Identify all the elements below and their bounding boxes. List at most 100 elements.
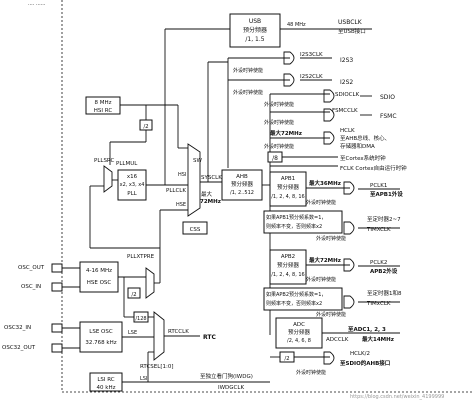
i2s-enable-2: 外设时钟使能 [233,89,263,96]
lse-l2: 32.768 kHz [85,340,116,346]
adc-prescaler: ADC 预分频器 /2, 4, 6, 8 [275,317,323,349]
apb2-tim-note-box [263,287,343,311]
apb2-gate [343,258,355,272]
systick-div: /8 [272,155,278,162]
apb2-enable: 外设时钟使能 [306,276,336,283]
i2s2-dest: I2S2 [340,79,353,86]
usb-l1: 预分频器 [243,26,267,34]
apb2-tim-clk: TIMxCLK [366,301,391,307]
apb1-gate [343,181,355,195]
apb1-tim-gate [343,221,355,235]
i2s3-gate [283,51,295,65]
apb2-dest: APB2外设 [370,267,398,275]
pllsrc-label: PLLSRC [94,158,114,164]
ahb-name: AHB [236,174,248,180]
sdio-dest: SDIO [380,94,395,101]
hsi-rc: 8 MHz HSI RC [85,96,121,115]
fsmc-enable: 外设时钟使能 [264,119,294,126]
watermark: https://blog.csdn.net/weixin_4199999 [350,394,444,400]
i2s-enable: 外设时钟使能 [233,67,263,74]
ahb-l2: /1, 2..512 [230,190,254,196]
apb1-prescaler: APB1 预分频器 /1, 2, 4, 8, 16 [269,171,307,207]
pll-block: x16 x2, x3, x4 PLL [117,169,147,201]
usb-name: USB [249,18,261,25]
pllxtpre-mux [145,267,155,299]
adc-clk: ADCCLK [326,337,349,343]
usb-freq: 48 MHz [287,22,306,28]
apb1-tim-note2: 则频率不变，否则频率x2 [266,223,322,230]
sw-label: SW [193,158,202,164]
hse-div128: /128 [135,316,146,322]
fsmc-gate [323,108,335,122]
apb2-tim-note2: 则频率不变，否则频率x2 [266,300,322,307]
pllclk-label: PLLCLK [166,188,186,194]
hse-div2-box [127,287,141,299]
systick-dest: 至Cortex系统时钟 [340,154,386,162]
hclk2-clk: HCLK/2 [350,351,370,357]
apb2-prescaler: APB2 预分频器 /1, 2, 4, 8, 16 [269,249,307,285]
rtc-clk: RTCCLK [168,329,189,335]
fsmc-dest: FSMC [380,113,397,120]
sysclk-max1: 最大 [201,190,213,198]
lsi-l1: LSI RC [97,377,114,383]
hsi-div2: /2 [143,124,148,130]
hclk2-dest: 至SDIO的AHB接口 [340,359,390,367]
apb1-tim-dest1: 至定时器2~7 [367,215,401,223]
hclk-max: 最大72MHz [270,129,302,137]
osc32-in-label: OSC32_IN [4,325,31,331]
lsi-l2: 40 kHz [97,385,116,391]
ahb-l1: 预分频器 [231,180,254,188]
lsi-label: LSI [140,376,147,382]
osc-out-pin [51,263,63,273]
hclk-gate [323,131,335,145]
fsmc-clk: FSMCCLK [332,108,358,114]
hse-l2: HSE OSC [87,280,112,286]
top-stub: ···· ······ [28,2,46,8]
hclk-dest2: 存储器和DMA [340,142,375,150]
apb1-pclk: PCLK1 [370,183,387,189]
adc-l1: 预分频器 [288,328,311,336]
apb1-tim-clk: TIMXCLK [366,227,391,233]
i2s2-gate [283,73,295,87]
pll-m2: x2, x3, x4 [120,182,145,188]
osc32-out-label: OSC32_OUT [2,345,36,351]
osc-in-pin [51,282,63,292]
apb2-tim-note1: 如果APB2预分频系数=1， [266,291,326,298]
apb1-tim-note-box [263,210,343,234]
pll-name: PLL [127,191,137,197]
adc-name: ADC [293,322,305,328]
apb2-tim-enable: 外设时钟使能 [316,311,346,318]
apb2-l1: 预分频器 [277,261,300,269]
i2s3-clk: I2S3CLK [300,52,323,58]
hclk2-div: /2 [284,356,289,362]
i2s2-clk: I2S2CLK [300,74,323,80]
usb-dest: 至USB接口 [338,27,366,35]
osc-out-label: OSC_OUT [18,265,45,271]
rtc-dest: RTC [203,334,216,341]
osc32-in-pin [51,323,63,333]
hse-osc: 4-16 MHz HSE OSC [79,261,119,293]
hclk-clk: HCLK [340,128,355,134]
apb2-name: APB2 [281,254,295,260]
fclk-dest: FCLK Cortex自由运行时钟 [340,164,407,172]
apb2-pclk: PCLK2 [370,260,387,266]
hclk-dest1: 至AHB总线、核心、 [340,134,390,142]
adc-max: 最大14MHz [362,335,394,343]
pll-m1: x16 [127,174,138,180]
adc-dest: 至ADC1, 2, 3 [348,325,386,333]
sysclk-label: SYSCLK [201,175,222,181]
apb1-l1: 预分频器 [277,183,300,191]
mux-hsi: HSI [178,172,186,178]
i2s3-dest: I2S3 [340,57,353,64]
lse-l1: LSE OSC [89,329,113,335]
mux-hse: HSE [176,202,186,208]
hsi-l1: 8 MHz [94,100,111,106]
apb1-tim-enable: 外设时钟使能 [316,235,346,242]
hse-l1: 4-16 MHz [86,268,112,274]
osc-in-label: OSC_IN [21,284,41,290]
hse-div2: /2 [131,292,136,298]
rtc-sel: RTCSEL[1:0] [140,364,173,370]
apb2-l2: /1, 2, 4, 8, 16 [271,272,305,278]
hclk2-enable: 外设时钟使能 [296,369,326,376]
